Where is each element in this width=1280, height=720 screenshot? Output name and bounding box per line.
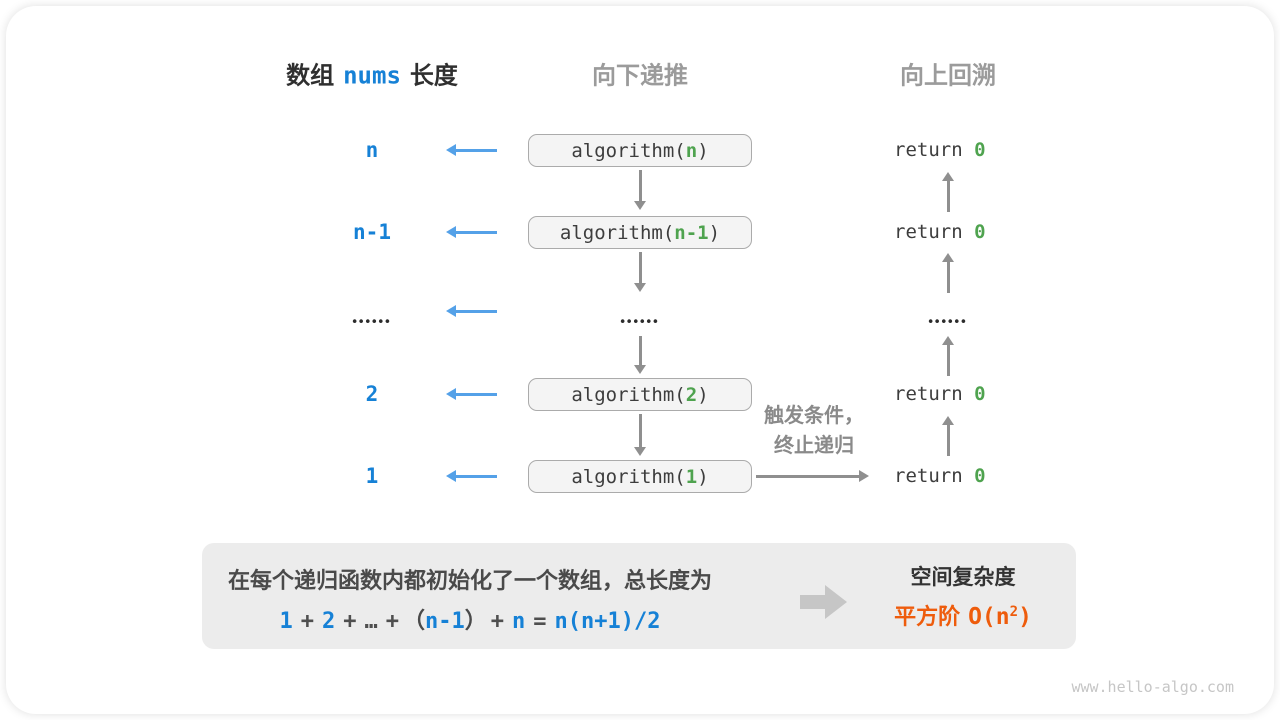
header-array-var: nums — [343, 61, 401, 90]
formula-token: （ — [403, 608, 426, 633]
up-arrow-icon — [947, 344, 950, 376]
ellipsis-right: •••••• — [928, 313, 968, 329]
watermark: www.hello-algo.com — [1071, 678, 1234, 696]
header-array-suffix: 长度 — [409, 62, 458, 90]
formula-token: n(n+1)/2 — [554, 609, 661, 634]
formula-token: + — [343, 609, 357, 634]
return-label: return 0 — [894, 221, 986, 243]
summary-formula: 1+2+…+（n-1）+n=n(n+1)/2 — [276, 603, 665, 635]
left-arrow-icon — [455, 149, 497, 152]
length-label: n — [365, 138, 379, 162]
return-text: return — [894, 465, 975, 487]
summary-panel: 在每个递归函数内都初始化了一个数组，总长度为 1+2+…+（n-1）+n=n(n… — [202, 543, 1076, 649]
return-value: 0 — [974, 221, 986, 243]
return-value: 0 — [974, 383, 986, 405]
big-o-exponent: 2 — [1009, 604, 1019, 620]
up-arrow-icon — [947, 180, 950, 212]
terminate-annotation: 触发条件， 终止递归 — [764, 401, 864, 461]
length-label: 2 — [365, 382, 379, 406]
up-arrow-icon — [947, 424, 950, 456]
down-arrow-icon — [639, 252, 642, 284]
formula-token: 2 — [322, 609, 336, 634]
header-recurse-down: 向下递推 — [592, 62, 688, 90]
terminate-annotation-line1: 触发条件， — [764, 405, 864, 427]
formula-token: + — [300, 609, 314, 634]
ellipsis-left: •••••• — [352, 313, 392, 329]
call-param: 1 — [685, 465, 698, 488]
call-box: algorithm(2) — [528, 378, 752, 411]
big-o-notation: O(n2) — [968, 604, 1032, 630]
call-text: ) — [697, 383, 709, 406]
call-text: algorithm( — [571, 465, 686, 488]
ellipsis-center: •••••• — [620, 313, 660, 329]
call-text: algorithm( — [571, 139, 686, 162]
length-label: 1 — [365, 464, 379, 488]
header-backtrack-up: 向上回溯 — [900, 62, 996, 90]
return-label: return 0 — [894, 383, 986, 405]
summary-text: 在每个递归函数内都初始化了一个数组，总长度为 — [227, 568, 713, 593]
return-label: return 0 — [894, 139, 986, 161]
left-arrow-icon — [455, 231, 497, 234]
left-arrow-icon — [455, 475, 497, 478]
formula-token: n-1 — [425, 609, 465, 634]
call-text: ) — [697, 465, 709, 488]
return-label: return 0 — [894, 465, 986, 487]
return-text: return — [894, 221, 975, 243]
terminate-arrow-icon — [756, 475, 860, 478]
header-array-length: 数组 nums 长度 — [286, 56, 458, 91]
call-text: ) — [697, 139, 709, 162]
call-param: n-1 — [674, 221, 709, 244]
return-text: return — [894, 139, 975, 161]
length-label: n-1 — [353, 220, 391, 244]
call-box: algorithm(n) — [528, 134, 752, 167]
down-arrow-icon — [639, 336, 642, 366]
formula-token: 1 — [279, 609, 293, 634]
big-o-prefix: O(n — [968, 604, 1010, 630]
call-param: n — [685, 139, 698, 162]
call-text: algorithm( — [559, 221, 675, 244]
down-arrow-icon — [639, 170, 642, 202]
up-arrow-icon — [947, 261, 950, 293]
call-text: algorithm( — [571, 383, 686, 406]
left-arrow-icon — [455, 393, 497, 396]
implies-arrow-icon — [800, 584, 848, 625]
formula-token: = — [533, 609, 547, 634]
terminate-annotation-line2: 终止递归 — [774, 435, 854, 457]
down-arrow-icon — [639, 414, 642, 448]
formula-token: n — [512, 609, 526, 634]
return-text: return — [894, 383, 975, 405]
left-arrow-icon — [455, 310, 497, 313]
complexity-value: 平方阶 O(n2) — [894, 599, 1032, 631]
big-o-suffix: ) — [1018, 604, 1032, 630]
call-box: algorithm(n-1) — [528, 216, 752, 249]
formula-token: + — [385, 609, 399, 634]
header-array-prefix: 数组 — [286, 62, 335, 90]
return-value: 0 — [974, 465, 986, 487]
complexity-name: 平方阶 — [894, 604, 961, 629]
formula-token: + — [490, 609, 505, 634]
return-value: 0 — [974, 139, 986, 161]
call-param: 2 — [685, 383, 698, 406]
formula-token: ） — [464, 608, 487, 633]
formula-token: … — [364, 609, 378, 634]
complexity-title: 空间复杂度 — [910, 566, 1016, 589]
call-box: algorithm(1) — [528, 460, 752, 493]
call-text: ) — [708, 221, 721, 244]
